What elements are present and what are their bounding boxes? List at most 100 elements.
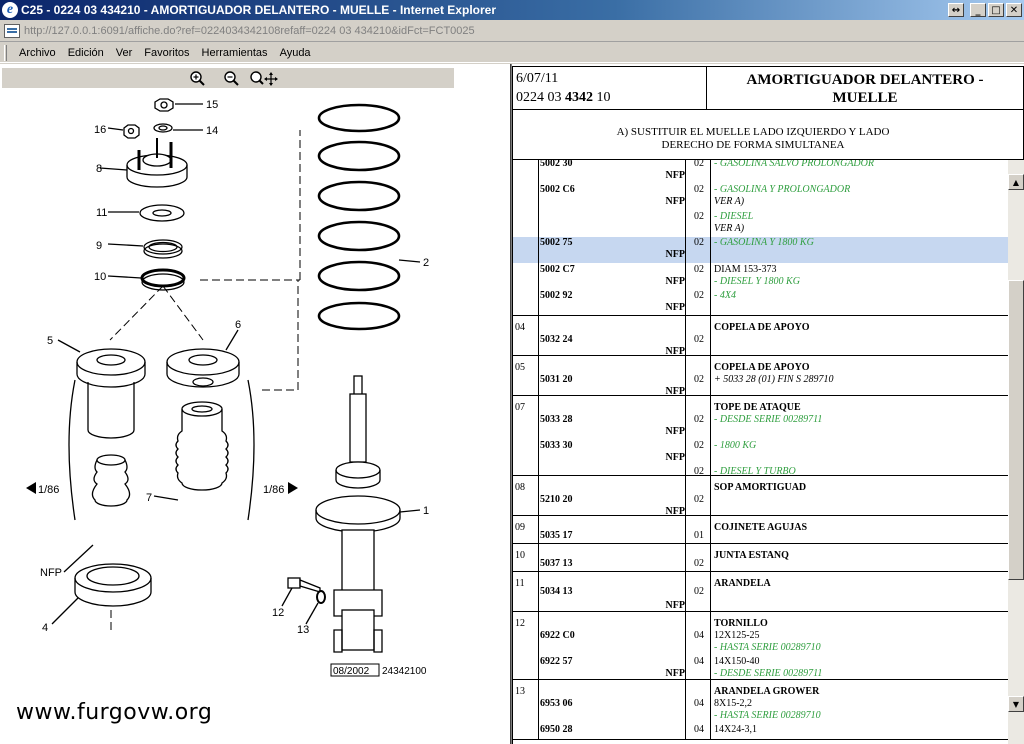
maximize-button[interactable]: □ bbox=[988, 3, 1004, 17]
diagram-code: 24342100 bbox=[382, 666, 427, 677]
part-spring-2 bbox=[317, 103, 401, 331]
nfp-flag: NFP bbox=[665, 386, 685, 397]
scroll-up-icon[interactable]: ▲ bbox=[1008, 174, 1024, 190]
parts-pane: 6/07/11 0224 03 4342 10 AMORTIGUADOR DEL… bbox=[512, 64, 1024, 744]
part-description: - 1800 KG bbox=[714, 440, 757, 451]
part-bearing-9 bbox=[143, 239, 183, 259]
item-number: 05 bbox=[515, 362, 525, 373]
quantity: 01 bbox=[694, 530, 704, 541]
callout-13: 13 bbox=[297, 624, 309, 636]
quantity: 02 bbox=[694, 211, 704, 222]
quantity: 02 bbox=[694, 558, 704, 569]
nfp-flag: NFP bbox=[665, 452, 685, 463]
callout-4: 4 bbox=[42, 622, 48, 634]
part-name: ARANDELA bbox=[714, 578, 771, 589]
callout-6: 6 bbox=[235, 319, 241, 331]
item-number: 07 bbox=[515, 402, 525, 413]
part-bump-stop-nfp bbox=[91, 454, 131, 507]
quantity: 04 bbox=[694, 698, 704, 709]
arrow-right-icon bbox=[288, 482, 298, 494]
quantity: 02 bbox=[694, 264, 704, 275]
callout-5: 5 bbox=[47, 335, 53, 347]
part-code: 5002 92 bbox=[540, 290, 573, 301]
scroll-thumb[interactable] bbox=[1008, 280, 1024, 580]
part-code: 6922 C0 bbox=[540, 630, 575, 641]
zoom-in-icon[interactable] bbox=[188, 70, 206, 86]
toolbar-grip[interactable] bbox=[4, 44, 7, 61]
address-bar[interactable]: http://127.0.0.1:6091/affiche.do?ref=022… bbox=[0, 20, 1024, 42]
part-description: 14X24-3,1 bbox=[714, 724, 758, 735]
part-code: 5031 20 bbox=[540, 374, 573, 385]
menu-herramientas[interactable]: Herramientas bbox=[201, 46, 268, 59]
quantity: 02 bbox=[694, 184, 704, 195]
part-code: 5210 20 bbox=[540, 494, 573, 505]
part-description: - GASOLINA Y 1800 KG bbox=[714, 237, 814, 248]
parts-scrollbar[interactable]: ▲ ▼ bbox=[1008, 160, 1024, 744]
part-top-mount-8 bbox=[126, 138, 188, 188]
callout-ref-left: 1/86 bbox=[38, 484, 59, 496]
part-nut-15 bbox=[154, 98, 174, 112]
menu-bar: Archivo Edición Ver Favoritos Herramient… bbox=[0, 43, 1024, 63]
part-code: 5033 30 bbox=[540, 440, 573, 451]
part-code: 6953 06 bbox=[540, 698, 573, 709]
diagram-pane: 15 14 16 8 11 9 10 2 5 6 1/86 1/86 7 NFP… bbox=[0, 64, 510, 744]
item-number: 04 bbox=[515, 322, 525, 333]
quantity: 02 bbox=[694, 414, 704, 425]
part-description: 8X15-2,2 bbox=[714, 698, 753, 709]
zoom-out-icon[interactable] bbox=[222, 70, 240, 86]
part-description: - DIESEL bbox=[714, 211, 754, 222]
zoom-pan-icon[interactable] bbox=[248, 70, 278, 86]
part-description: 12X125-25 bbox=[714, 630, 760, 641]
resize-button[interactable]: ↔ bbox=[948, 3, 964, 17]
callout-2: 2 bbox=[423, 257, 429, 269]
callout-7: 7 bbox=[146, 492, 152, 504]
menu-archivo[interactable]: Archivo bbox=[19, 46, 56, 59]
menu-ayuda[interactable]: Ayuda bbox=[279, 46, 311, 59]
part-code: 5037 13 bbox=[540, 558, 573, 569]
part-cup-6 bbox=[166, 348, 240, 388]
part-description: - DESDE SERIE 00289711 bbox=[714, 414, 823, 425]
part-code: 5032 24 bbox=[540, 334, 573, 345]
nfp-flag: NFP bbox=[665, 600, 685, 611]
part-cup-5 bbox=[76, 348, 146, 439]
part-washer-11 bbox=[139, 204, 185, 222]
menu-edicion[interactable]: Edición bbox=[67, 46, 104, 59]
selected-row-highlight bbox=[513, 237, 1008, 263]
nfp-flag: NFP bbox=[665, 346, 685, 357]
scroll-down-icon[interactable]: ▼ bbox=[1008, 696, 1024, 712]
part-description: + 5033 28 (01) FIN S 289710 bbox=[714, 374, 834, 385]
part-note: - DIESEL Y 1800 KG bbox=[714, 276, 800, 287]
nfp-flag: NFP bbox=[665, 506, 685, 517]
part-washer-13 bbox=[316, 590, 326, 604]
part-code: 5034 13 bbox=[540, 586, 573, 597]
minimize-button[interactable]: _ bbox=[970, 3, 986, 17]
address-url[interactable]: http://127.0.0.1:6091/affiche.do?ref=022… bbox=[24, 24, 475, 37]
note-box: A) SUSTITUIR EL MUELLE LADO IZQUIERDO Y … bbox=[512, 110, 1024, 160]
part-screw-12 bbox=[287, 577, 321, 593]
callout-12: 12 bbox=[272, 607, 284, 619]
callout-14: 14 bbox=[206, 125, 218, 137]
watermark: www.furgovw.org bbox=[16, 700, 213, 725]
close-button[interactable]: ✕ bbox=[1006, 3, 1022, 17]
window-titlebar[interactable]: e C25 - 0224 03 434210 - AMORTIGUADOR DE… bbox=[0, 0, 1024, 20]
menu-ver[interactable]: Ver bbox=[115, 46, 133, 59]
part-note: - HASTA SERIE 00289710 bbox=[714, 710, 821, 721]
internet-explorer-icon: e bbox=[2, 2, 18, 18]
quantity: 02 bbox=[694, 237, 704, 248]
quantity: 04 bbox=[694, 656, 704, 667]
nfp-flag: NFP bbox=[665, 668, 685, 679]
pane-divider[interactable] bbox=[510, 64, 512, 744]
menu-favoritos[interactable]: Favoritos bbox=[144, 46, 190, 59]
quantity: 02 bbox=[694, 334, 704, 345]
reference-header: 6/07/11 0224 03 4342 10 AMORTIGUADOR DEL… bbox=[512, 66, 1024, 110]
nfp-flag: NFP bbox=[665, 249, 685, 260]
reference-number: 0224 03 4342 10 bbox=[516, 90, 611, 105]
item-number: 08 bbox=[515, 482, 525, 493]
page-icon bbox=[4, 23, 20, 38]
part-name: TORNILLO bbox=[714, 618, 768, 629]
